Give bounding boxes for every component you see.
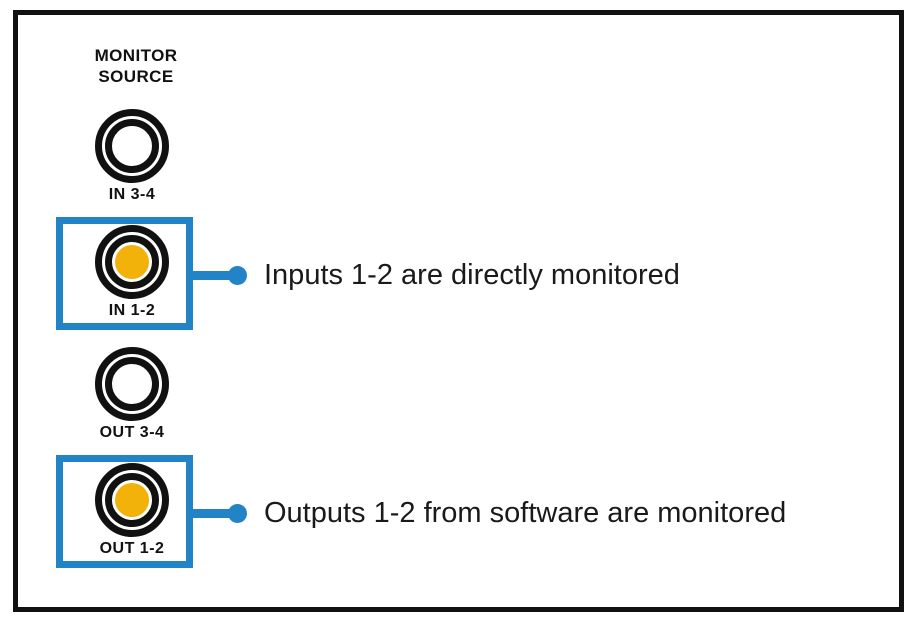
- led-group-out-3-4[interactable]: OUT 3-4: [64, 345, 200, 442]
- led-core-in-1-2: [115, 245, 149, 279]
- diagram-frame: MONITOR SOURCE IN 3-4 IN 1-2: [13, 10, 904, 612]
- callout-dot-icon: [228, 503, 247, 523]
- led-indicator-out-3-4[interactable]: [95, 347, 169, 421]
- led-label-in-3-4: IN 3-4: [108, 186, 156, 203]
- led-wrap-out-1-2: [64, 461, 200, 539]
- led-group-in-1-2[interactable]: IN 1-2: [64, 223, 200, 320]
- monitor-source-panel: MONITOR SOURCE IN 3-4 IN 1-2: [56, 37, 216, 577]
- led-wrap-in-3-4: [64, 107, 200, 185]
- led-indicator-out-1-2[interactable]: [95, 463, 169, 537]
- led-group-out-1-2[interactable]: OUT 1-2: [64, 461, 200, 558]
- led-label-out-1-2: OUT 1-2: [99, 540, 165, 557]
- led-core-out-1-2: [115, 483, 149, 517]
- led-core-in-3-4: [115, 129, 149, 163]
- callout-leader-line-icon: [193, 508, 230, 518]
- led-indicator-in-1-2[interactable]: [95, 225, 169, 299]
- callout-text-out-1-2: Outputs 1-2 from software are monitored: [264, 497, 787, 529]
- highlight-box-out-1-2: [56, 455, 193, 568]
- callout-in-1-2: Inputs 1-2 are directly monitored: [193, 260, 680, 290]
- callout-dot-icon: [228, 265, 247, 285]
- led-group-in-3-4[interactable]: IN 3-4: [64, 107, 200, 204]
- led-core-out-3-4: [115, 367, 149, 401]
- led-indicator-in-3-4[interactable]: [95, 109, 169, 183]
- led-label-out-3-4: OUT 3-4: [99, 424, 165, 441]
- led-wrap-out-3-4: [64, 345, 200, 423]
- callout-leader-line-icon: [193, 270, 230, 280]
- callout-out-1-2: Outputs 1-2 from software are monitored: [193, 498, 786, 528]
- callout-text-in-1-2: Inputs 1-2 are directly monitored: [264, 259, 680, 291]
- led-label-in-1-2: IN 1-2: [108, 302, 156, 319]
- highlight-box-in-1-2: [56, 217, 193, 330]
- panel-title: MONITOR SOURCE: [94, 46, 178, 86]
- led-wrap-in-1-2: [64, 223, 200, 301]
